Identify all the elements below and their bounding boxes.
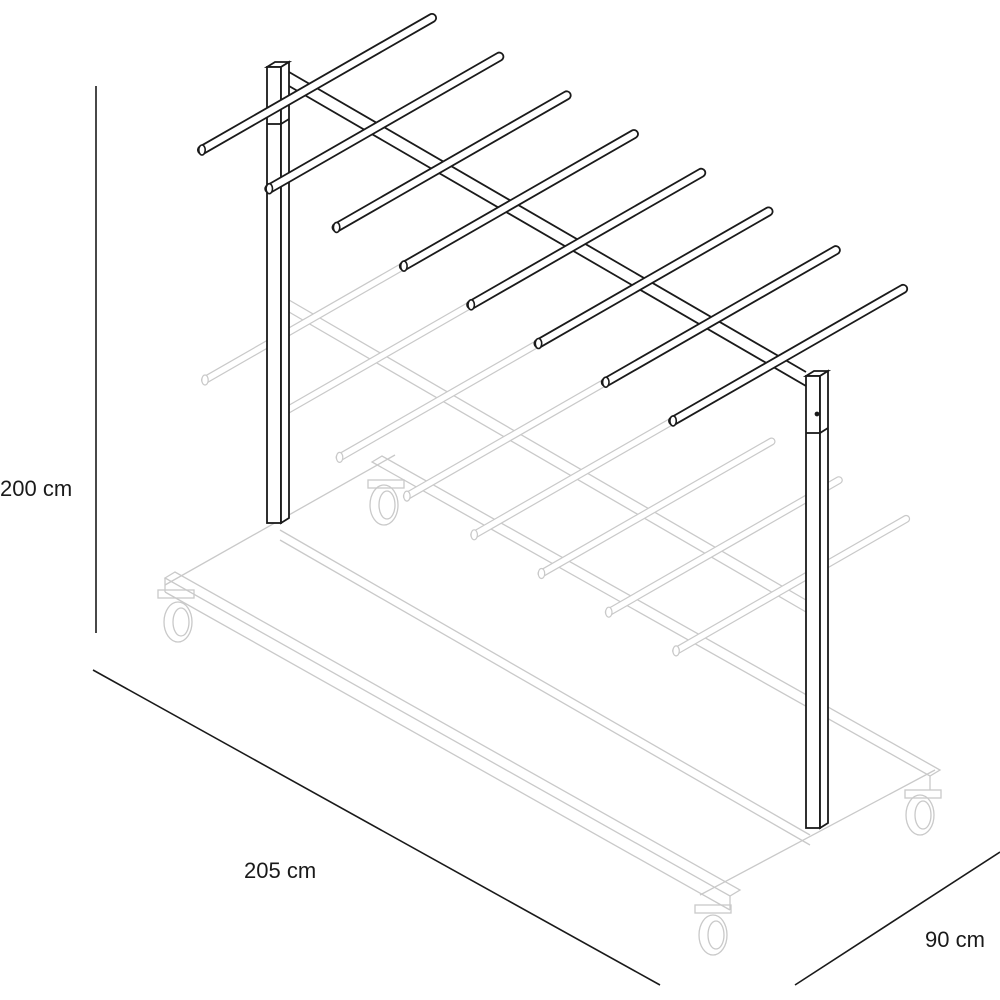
caster-icon <box>157 589 195 643</box>
ghost-rod <box>201 244 439 386</box>
ghost-rod <box>672 514 911 657</box>
caster-icon <box>367 479 405 526</box>
ghost-rod <box>335 321 574 463</box>
ghost-rod <box>604 476 843 618</box>
hanging-rods <box>197 13 909 427</box>
height-dimension-label: 200 cm <box>0 476 73 501</box>
ghost-rod <box>537 437 776 580</box>
ghost-rod <box>470 398 709 541</box>
hanging-rod <box>264 51 505 195</box>
base-front-bar <box>163 571 742 897</box>
ghost-structure <box>157 244 942 956</box>
depth-dimension-line <box>794 851 1000 986</box>
length-dimension-label: 205 cm <box>244 858 317 883</box>
caster-icon <box>694 904 732 956</box>
hanging-rod <box>197 13 437 156</box>
right-post <box>802 369 832 830</box>
base-back-bar <box>370 455 942 777</box>
depth-dimension-label: 90 cm <box>925 927 985 952</box>
hanging-rod <box>668 283 909 427</box>
length-dimension-line <box>92 669 661 986</box>
left-post <box>263 60 293 525</box>
hanging-rod <box>466 167 707 311</box>
caster-icon <box>904 789 942 836</box>
hanging-rod <box>331 90 572 234</box>
ghost-rod <box>402 360 641 502</box>
hanging-rod <box>600 245 841 389</box>
hanging-rod <box>533 206 774 350</box>
dimension-lines <box>92 86 1000 986</box>
hanging-rod <box>398 129 639 272</box>
